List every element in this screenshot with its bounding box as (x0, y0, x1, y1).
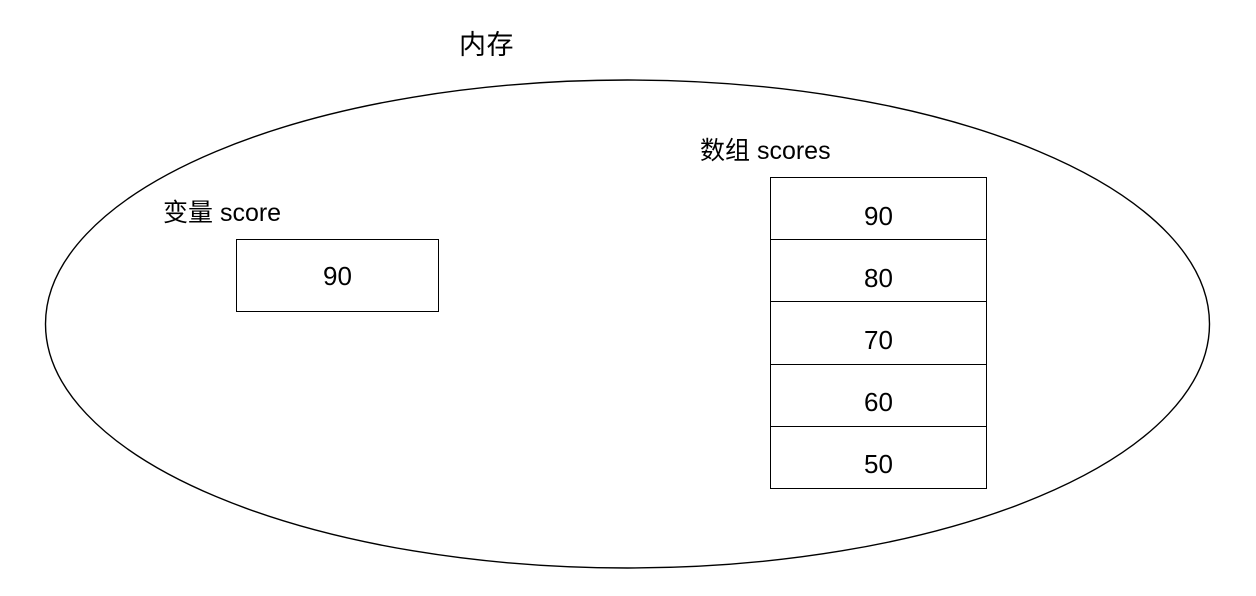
array-cell-value: 50 (864, 449, 893, 480)
variable-label: 变量 score (163, 199, 282, 227)
array-cell: 60 (771, 365, 986, 427)
array-cell: 90 (771, 178, 986, 241)
array-cell-value: 80 (864, 262, 893, 293)
array-label: 数组 scores (700, 137, 831, 165)
array-cell: 50 (771, 427, 986, 488)
array-cell-value: 70 (864, 325, 893, 355)
array-cell-value: 60 (864, 387, 893, 418)
variable-value: 90 (323, 260, 352, 291)
variable-box: 90 (236, 239, 439, 312)
memory-title: 内存 (459, 30, 514, 60)
array-table: 90 80 70 60 50 (770, 177, 987, 489)
array-cell: 80 (771, 240, 986, 303)
array-cell-value: 90 (864, 200, 893, 231)
array-cell: 70 (771, 302, 986, 365)
